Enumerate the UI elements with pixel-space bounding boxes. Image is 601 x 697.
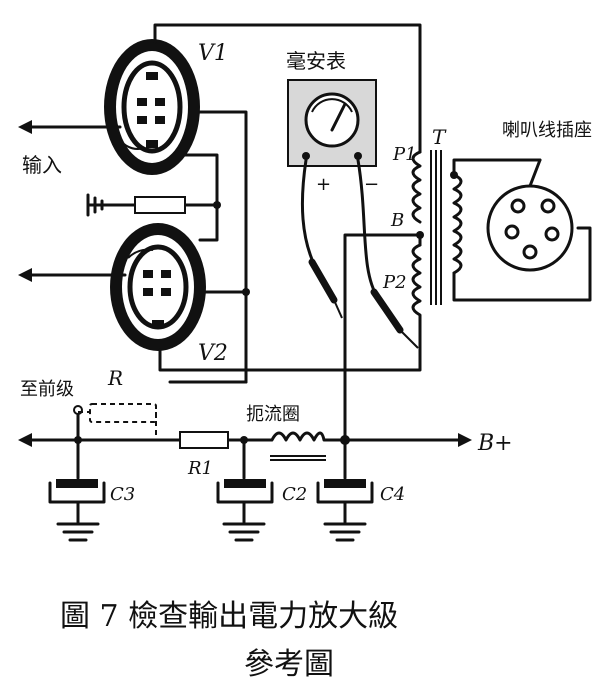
input-label: 输入 [22,153,62,177]
choke-coil [270,431,326,461]
tube-v2-label: V2 [198,341,228,366]
input-arrow-1 [18,120,32,134]
output-transformer [411,150,592,332]
resistor-r1 [179,431,229,449]
junction-dots [73,201,424,445]
caption-line-2: 參考圖 [244,647,334,682]
to-previous-arrow [18,433,32,447]
c4-label: C4 [380,484,405,505]
b-plus-arrow [458,433,472,447]
capacitor-c4 [316,479,374,542]
test-leads [300,158,419,349]
p1-label: P1 [392,144,417,165]
resistor-r-label: R [107,366,123,390]
meter-plus-label: + [316,174,331,195]
tube-v1-label: V1 [198,41,228,66]
meter-label: 毫安表 [286,49,346,73]
b-plus-label: B+ [477,431,513,456]
grid-resistor [134,196,186,214]
resistor-r [78,403,157,440]
capacitor-c3 [48,479,106,542]
c3-label: C3 [110,484,135,505]
meter-minus-label: − [364,174,379,195]
c2-label: C2 [282,484,307,505]
b-tap-label: B [390,210,404,231]
transformer-label: T [432,125,447,149]
caption-line-1: 圖 7 檢查輸出電力放大級 [60,599,398,634]
capacitor-c2 [216,479,274,542]
wiring [26,23,462,480]
resistor-r1-label: R1 [187,458,213,479]
tube-v1 [104,39,200,175]
choke-label: 扼流圈 [246,404,300,425]
speaker-socket-label: 喇叭线插座 [502,120,592,141]
tube-v2 [110,223,206,351]
to-previous-label: 至前级 [20,379,74,400]
milliammeter [287,79,377,167]
input-arrow-2 [18,268,32,282]
p2-label: P2 [382,272,407,293]
speaker-socket [486,158,574,272]
